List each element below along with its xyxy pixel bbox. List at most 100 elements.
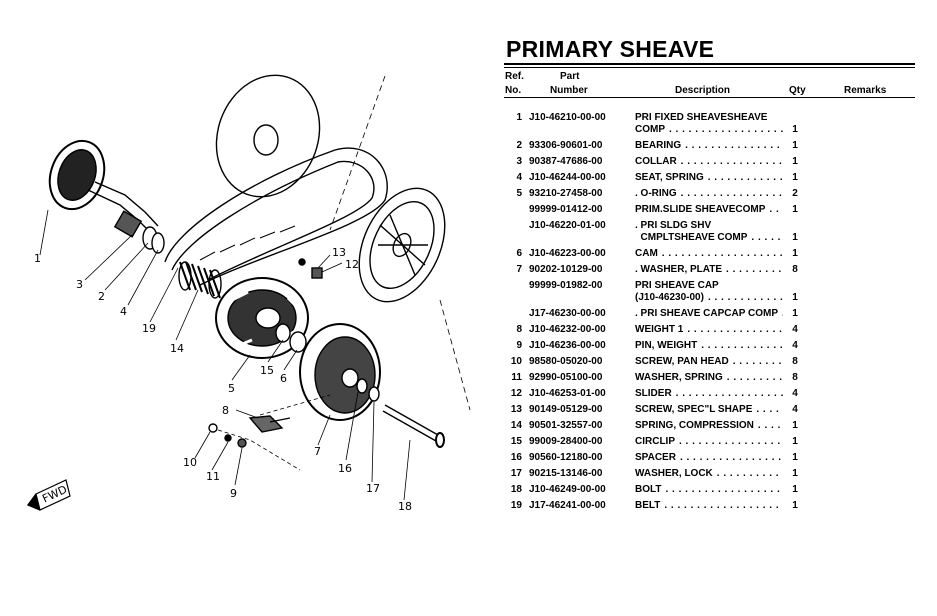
- table-row: 4 J10-46244-00-00 SEAT, SPRING 1: [504, 172, 915, 184]
- description: BEARING: [635, 140, 783, 152]
- description: CIRCLIP: [635, 436, 783, 448]
- part-number: J17-46230-00-00: [529, 308, 606, 319]
- callout-18: 18: [398, 500, 412, 513]
- quantity: 1: [792, 308, 798, 319]
- part-number: J10-46244-00-00: [529, 172, 606, 183]
- ref-number: 11: [511, 372, 522, 383]
- quantity: 1: [792, 204, 798, 215]
- description: SEAT, SPRING: [635, 172, 783, 184]
- fixed-sheave: [48, 139, 159, 238]
- header-part-line1: Part: [560, 71, 580, 82]
- part-number: 92990-05100-00: [529, 372, 603, 383]
- quantity: 4: [792, 388, 798, 399]
- header-remarks: Remarks: [844, 85, 887, 96]
- quantity: 8: [792, 372, 798, 383]
- header-qty: Qty: [789, 85, 806, 96]
- part-number: J10-46232-00-00: [529, 324, 606, 335]
- description: . PRI SLDG SHV CMPLTSHEAVE COMP: [635, 220, 783, 244]
- part-number: 99999-01412-00: [529, 204, 603, 215]
- description: SPACER: [635, 452, 783, 464]
- part-number: 93210-27458-00: [529, 188, 603, 199]
- description: SLIDER: [635, 388, 783, 400]
- header-ref-line1: Ref.: [505, 71, 524, 82]
- ref-number: 1: [516, 112, 522, 123]
- part-number: J10-46220-01-00: [529, 220, 606, 231]
- part-number: J10-46236-00-00: [529, 340, 606, 351]
- description: WASHER, LOCK: [635, 468, 783, 480]
- quantity: 2: [792, 188, 798, 199]
- quantity: 1: [792, 172, 798, 183]
- description: SPRING, COMPRESSION: [635, 420, 783, 432]
- title-rule-thin: [504, 67, 915, 68]
- quantity: 1: [792, 500, 798, 511]
- header-description: Description: [675, 85, 731, 96]
- page-title: PRIMARY SHEAVE: [506, 36, 715, 62]
- callout-19: 19: [142, 322, 156, 335]
- description: SCREW, SPEC"L SHAPE: [635, 404, 783, 416]
- ref-number: 7: [516, 264, 522, 275]
- quantity: 1: [792, 124, 798, 135]
- part-number: 90215-13146-00: [529, 468, 603, 479]
- quantity: 1: [792, 156, 798, 167]
- description: BELT: [635, 500, 783, 512]
- callout-1: 1: [34, 252, 41, 265]
- description: WEIGHT 1: [635, 324, 783, 336]
- description: SCREW, PAN HEAD: [635, 356, 783, 368]
- part-number: 90560-12180-00: [529, 452, 603, 463]
- table-row: 99999-01412-00 PRIM.SLIDE SHEAVECOMP 1: [504, 204, 915, 216]
- quantity: 1: [792, 484, 798, 495]
- table-row: J17-46230-00-00. PRI SHEAVE CAPCAP COMP1: [504, 308, 915, 320]
- part-number: 98580-05020-00: [529, 356, 603, 367]
- callout-5: 5: [228, 382, 235, 395]
- secondary-pulley: [358, 187, 446, 303]
- callout-12: 12: [345, 258, 359, 271]
- ref-number: 17: [510, 468, 522, 479]
- quantity: 1: [792, 140, 798, 151]
- ref-number: 4: [516, 172, 522, 183]
- callout-10: 10: [183, 456, 197, 469]
- ref-number: 9: [516, 340, 522, 351]
- belt: [164, 147, 388, 286]
- callout-9: 9: [230, 487, 237, 500]
- quantity: 4: [792, 340, 798, 351]
- description: WASHER, SPRING: [635, 372, 783, 384]
- quantity: 8: [792, 356, 798, 367]
- table-row: 13 90149-05129-00 SCREW, SPEC"L SHAPE 4: [504, 404, 915, 416]
- quantity: 1: [792, 436, 798, 447]
- ref-number: 8: [516, 324, 522, 335]
- quantity: 8: [792, 264, 798, 275]
- sheave-cap: [299, 323, 381, 421]
- exploded-parts-diagram: 1 3 2 4 19 14 5 15 6 13 12 8 10 11 9 7 1…: [26, 74, 471, 513]
- quantity: 4: [792, 324, 798, 335]
- ref-number: 15: [510, 436, 522, 447]
- description: PRIM.SLIDE SHEAVECOMP: [635, 204, 783, 216]
- quantity: 4: [792, 404, 798, 415]
- ref-number: 13: [510, 404, 522, 415]
- weight-assembly: [208, 415, 291, 448]
- description: . O-RING: [635, 188, 783, 200]
- part-number: 90149-05129-00: [529, 404, 603, 415]
- ref-number: 2: [516, 140, 522, 151]
- description: . WASHER, PLATE: [635, 264, 783, 276]
- part-number: 99009-28400-00: [529, 436, 603, 447]
- ref-number: 18: [510, 484, 522, 495]
- header-rule: [504, 97, 915, 98]
- description: PIN, WEIGHT: [635, 340, 783, 352]
- part-number: J10-46253-01-00: [529, 388, 606, 399]
- part-number: 90387-47686-00: [529, 156, 603, 167]
- ref-number: 16: [510, 452, 522, 463]
- callout-4: 4: [120, 305, 127, 318]
- callout-2: 2: [98, 290, 105, 303]
- quantity: 1: [792, 420, 798, 431]
- part-number: J10-46223-00-00: [529, 248, 606, 259]
- ref-number: 5: [516, 188, 522, 199]
